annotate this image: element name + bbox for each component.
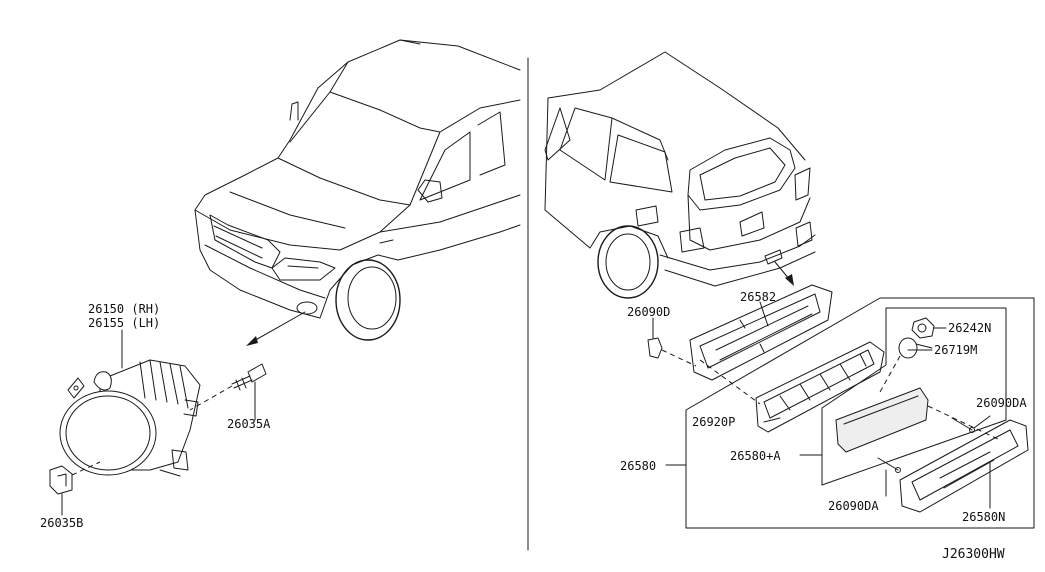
assembly-line-1 — [699, 359, 761, 405]
assembly-line-2 — [927, 405, 1001, 441]
label-26090da-bottom: 26090DA — [828, 499, 879, 513]
vehicle-front-illustration — [194, 39, 521, 341]
vehicle-rear-illustration — [544, 51, 816, 299]
leader-26920p — [763, 417, 781, 423]
screw-26090da-bottom — [877, 457, 901, 497]
label-26090d: 26090D — [627, 305, 670, 319]
screw-26090da-top — [951, 415, 991, 433]
screw-26035a — [189, 363, 267, 421]
diagram-code: J26300HW — [942, 547, 1005, 562]
fog-lamp-assembly — [59, 359, 201, 477]
lamp-body-26580a — [835, 387, 929, 453]
label-26580: 26580 — [620, 459, 656, 473]
label-26242n: 26242N — [948, 321, 991, 335]
label-26580-a: 26580+A — [730, 449, 781, 463]
lens-26920p — [755, 341, 885, 433]
clip-26090d — [647, 317, 697, 367]
label-26155-lh: 26155 (LH) — [88, 316, 160, 330]
lens-26580n — [899, 419, 1029, 513]
label-26150-rh: 26150 (RH) — [88, 302, 160, 316]
label-26035b: 26035B — [40, 516, 83, 530]
license-lamp-location-arrow — [774, 261, 794, 286]
bulb-26719m — [879, 337, 933, 393]
socket-26242n — [911, 317, 947, 339]
bracket-26035b — [49, 461, 101, 516]
label-26719m: 26719M — [934, 343, 977, 357]
label-26035a: 26035A — [227, 417, 271, 431]
finisher-26582 — [689, 284, 833, 381]
label-26090da-top: 26090DA — [976, 396, 1027, 410]
label-26920p: 26920P — [692, 415, 735, 429]
label-26580n: 26580N — [962, 510, 1005, 524]
label-26582: 26582 — [740, 290, 776, 304]
lamp-assembly-box — [665, 297, 1035, 529]
fog-lamp-location-arrow — [246, 311, 306, 346]
leader-26582 — [759, 301, 769, 327]
